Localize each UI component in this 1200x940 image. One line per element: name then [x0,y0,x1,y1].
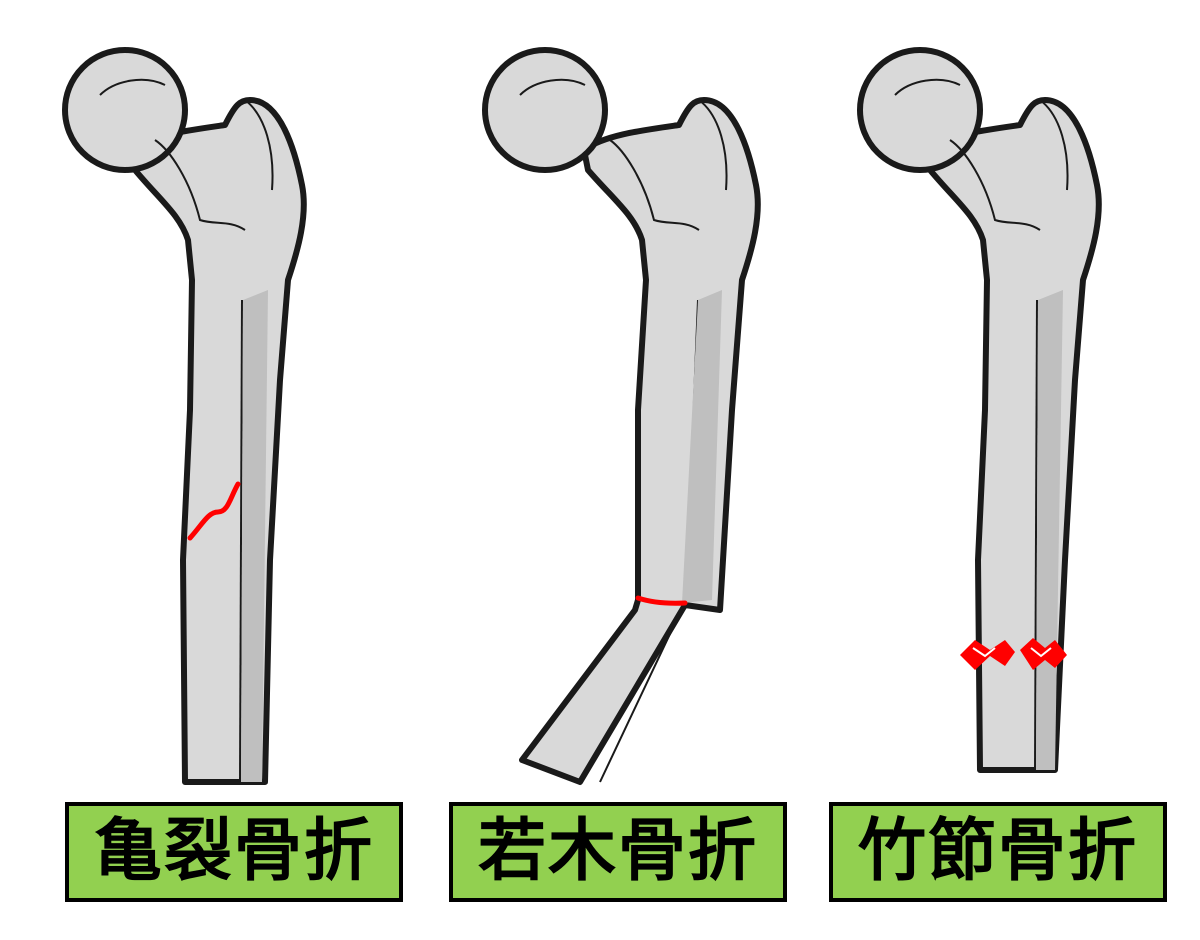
label-crack-fracture-text: 亀裂骨折 [93,812,374,891]
panel-crack-fracture [40,0,360,800]
label-buckle-fracture-text: 竹節骨折 [857,812,1138,891]
panel-buckle-fracture [845,0,1165,800]
femur-straight-icon [857,47,1102,773]
label-buckle-fracture: 竹節骨折 [829,802,1167,902]
bend-line-icon [635,595,688,606]
panel-greenstick-fracture [450,0,770,800]
femur-straight-icon [62,47,307,785]
label-greenstick-fracture-text: 若木骨折 [477,812,758,891]
femur-bent-icon [482,47,761,785]
crack-line-icon [187,481,241,541]
label-crack-fracture: 亀裂骨折 [65,802,403,902]
label-greenstick-fracture: 若木骨折 [449,802,787,902]
